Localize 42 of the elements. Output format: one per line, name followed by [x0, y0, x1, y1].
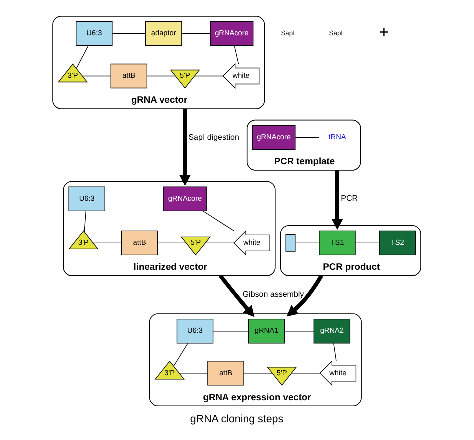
node-box: TS1 [319, 230, 356, 256]
connector [291, 373, 320, 374]
connector [244, 373, 273, 374]
node-box: gRNAcore [210, 22, 254, 46]
connector [205, 242, 234, 244]
arrow [219, 274, 255, 318]
node-box [286, 234, 296, 252]
connector [82, 76, 112, 77]
connector [355, 242, 380, 244]
node-box: attB [121, 230, 158, 256]
arrow [286, 274, 324, 317]
connector [284, 331, 314, 332]
arrow [179, 108, 192, 186]
node-box: adaptor [146, 22, 182, 46]
node-box: gRNAcore [164, 186, 207, 212]
connector [179, 373, 208, 374]
arrow [332, 170, 344, 230]
node-box: gRNAcore [252, 125, 296, 150]
connector [194, 76, 224, 77]
node-box: attB [110, 64, 148, 89]
connector [295, 242, 320, 244]
connector [234, 46, 240, 65]
node-box: TS2 [379, 230, 416, 256]
node-box: U6:3 [68, 186, 106, 212]
connector [295, 137, 320, 138]
caption: gRNA cloning steps [190, 414, 284, 426]
connector [76, 46, 89, 70]
connector [158, 242, 186, 244]
node-box: U6:3 [176, 319, 214, 344]
node-box: U6:3 [76, 22, 113, 46]
connector [213, 331, 249, 332]
node-box: gRNA1 [248, 319, 286, 344]
connector [202, 210, 234, 232]
connector [334, 343, 337, 362]
node-text: tRNA [328, 132, 346, 142]
connector [93, 242, 122, 244]
connector [174, 343, 188, 367]
connector [147, 76, 176, 77]
connector [84, 210, 87, 232]
node-box: attB [208, 361, 244, 386]
label: + [379, 22, 390, 42]
node-box: gRNA2 [314, 319, 351, 344]
